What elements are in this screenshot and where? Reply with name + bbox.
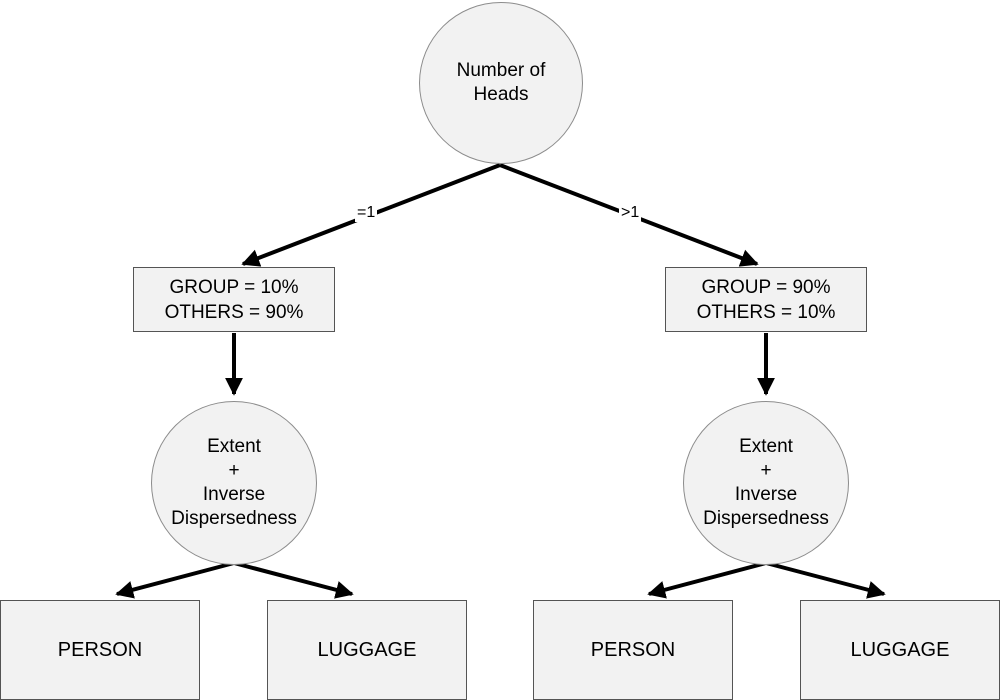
edge-left-circle-to-luggage bbox=[233, 561, 354, 599]
leaf-luggage-left: LUGGAGE bbox=[267, 600, 467, 700]
node-label-line: Number of bbox=[456, 60, 546, 81]
leaf-label: LUGGAGE bbox=[317, 638, 417, 661]
box-group10-others90: GROUP = 10% OTHERS = 90% bbox=[133, 267, 335, 332]
node-label-line: Extent bbox=[207, 436, 261, 457]
node-extent-inverse-dispersedness-right: Extent + Inverse Dispersedness bbox=[683, 401, 849, 565]
box-label-line: OTHERS = 10% bbox=[696, 301, 836, 323]
node-label-line: Inverse bbox=[202, 484, 266, 505]
branch-label-equals-one: =1 bbox=[355, 204, 378, 222]
leaf-label: PERSON bbox=[590, 638, 676, 661]
leaf-person-left: PERSON bbox=[0, 600, 200, 700]
box-group90-others10: GROUP = 90% OTHERS = 10% bbox=[665, 267, 867, 332]
node-number-of-heads: Number of Heads bbox=[419, 2, 583, 164]
node-extent-inverse-dispersedness-left: Extent + Inverse Dispersedness bbox=[151, 401, 317, 565]
node-label-line: Dispersedness bbox=[703, 508, 829, 529]
node-label-line: Inverse bbox=[734, 484, 798, 505]
box-label-line: GROUP = 90% bbox=[701, 276, 831, 298]
leaf-label: LUGGAGE bbox=[850, 638, 950, 661]
edge-left-circle-to-person bbox=[115, 561, 235, 599]
box-label-line: GROUP = 10% bbox=[169, 276, 299, 298]
node-label-line: + bbox=[760, 460, 772, 481]
node-label-line: + bbox=[228, 460, 240, 481]
box-label-line: OTHERS = 90% bbox=[164, 301, 304, 323]
leaf-label: PERSON bbox=[57, 638, 143, 661]
node-label-line: Heads bbox=[473, 84, 529, 105]
node-label-line: Extent bbox=[739, 436, 793, 457]
edge-right-circle-to-luggage bbox=[765, 561, 886, 599]
branch-label-greater-than-one: >1 bbox=[619, 204, 642, 222]
leaf-person-right: PERSON bbox=[533, 600, 733, 700]
edge-right-circle-to-person bbox=[647, 561, 767, 599]
node-label-line: Dispersedness bbox=[171, 508, 297, 529]
leaf-luggage-right: LUGGAGE bbox=[800, 600, 1000, 700]
